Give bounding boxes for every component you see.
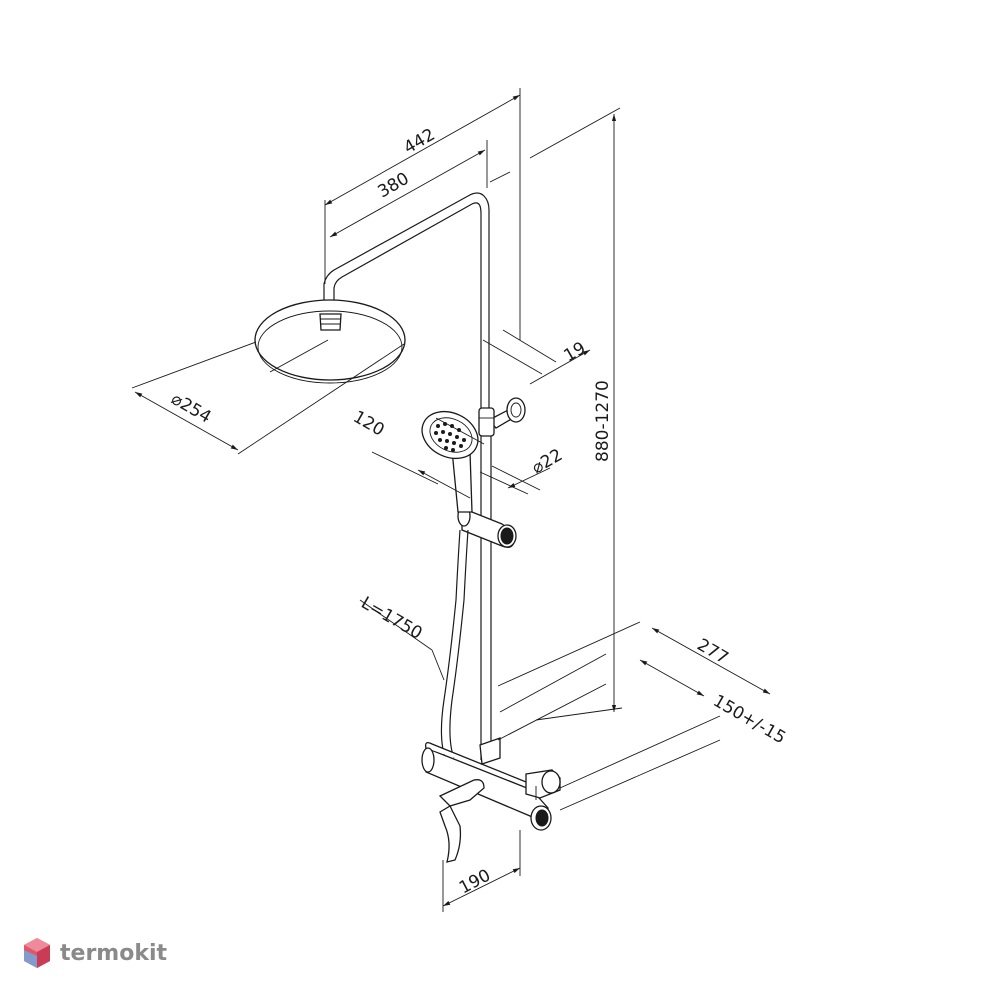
dimension-lines [134, 94, 771, 907]
thermostatic-mixer [421, 737, 561, 863]
handset-holder [457, 505, 517, 548]
dim-120: 120 [350, 407, 388, 441]
watermark: termokit [22, 936, 167, 970]
rain-shower-head [254, 299, 406, 384]
dim-254-diameter: ⌀254 [168, 389, 215, 428]
dim-442: 442 [401, 125, 439, 159]
dim-22-diameter: ⌀22 [529, 445, 567, 478]
termokit-logo-icon [24, 938, 50, 968]
shower-hose [440, 529, 469, 761]
dim-190: 190 [456, 866, 494, 899]
dim-hose-length: L=1750 [358, 593, 426, 644]
dim-150-15: 150+/-15 [710, 691, 789, 748]
extension-lines [131, 88, 721, 912]
dim-277: 277 [694, 635, 732, 669]
hand-shower [421, 410, 479, 513]
watermark-brand-name: termokit [60, 940, 168, 966]
slide-rail [478, 407, 495, 760]
dim-19: 19 [561, 338, 590, 366]
dim-880-1270: 880-1270 [593, 380, 613, 462]
